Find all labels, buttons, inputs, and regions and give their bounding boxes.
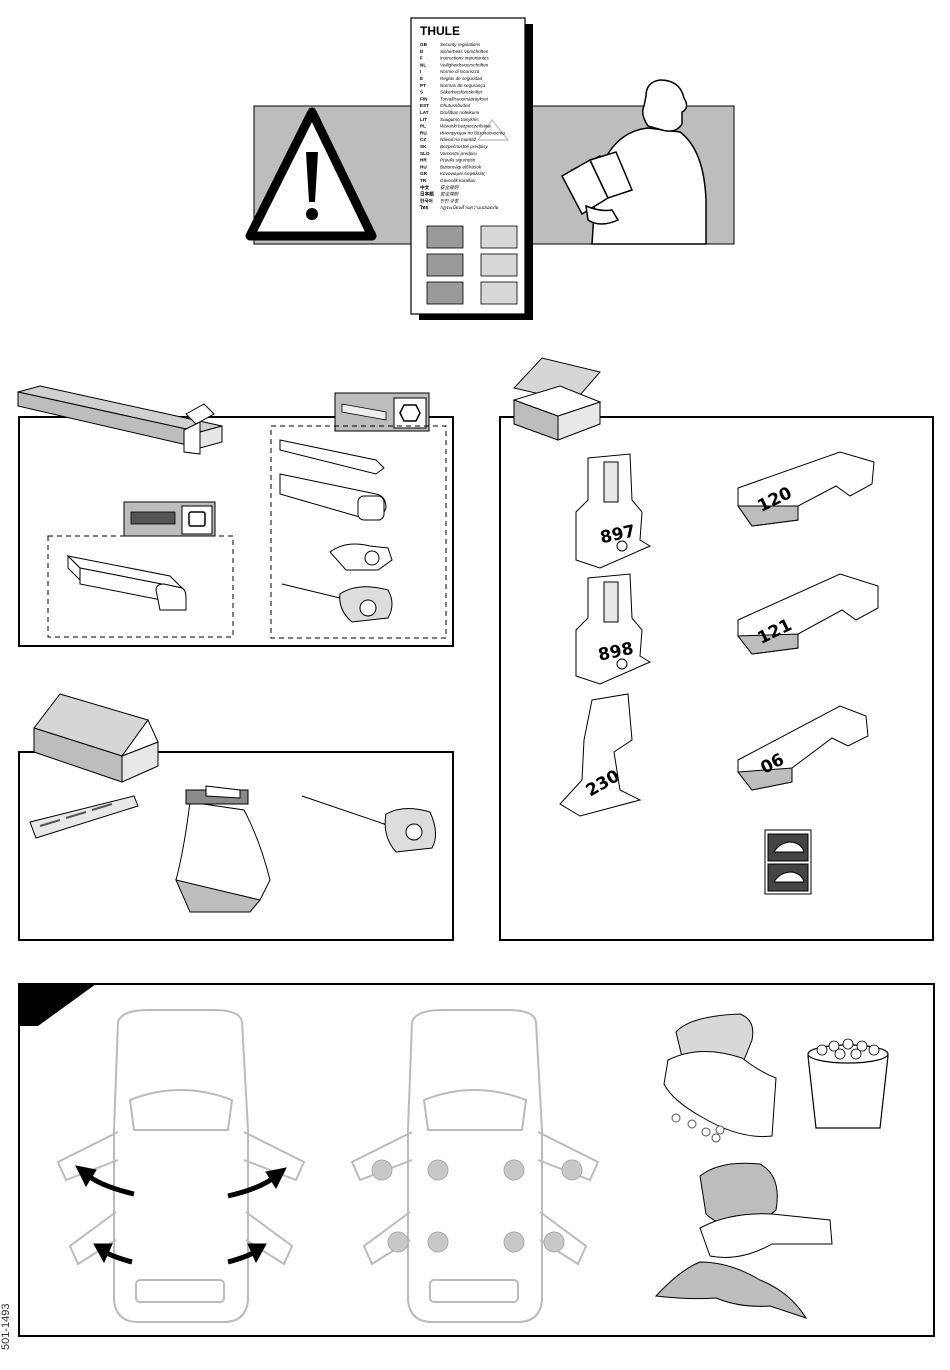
document-number: 501-1493 bbox=[0, 1303, 12, 1351]
leaflet-language-text: กฎระเบียบด้านความปลอดภัย bbox=[440, 205, 498, 210]
leaflet-warning-icon bbox=[476, 118, 510, 141]
rubber-pad-120 bbox=[737, 451, 875, 527]
leaflet-language-code: SK bbox=[420, 144, 427, 149]
leaflet-language-code: ไทย bbox=[419, 204, 428, 210]
leaflet-language-code: D bbox=[420, 49, 424, 54]
rubber-pad-121 bbox=[737, 573, 879, 655]
leaflet-brand: THULE bbox=[420, 24, 460, 38]
leaflet-language-text: 安全規則 bbox=[440, 192, 460, 197]
leaflet-language-code: CZ bbox=[420, 137, 426, 142]
leaflet-language-text: Pravila sigurnosti bbox=[440, 158, 476, 163]
leaflet-language-text: Návod na montáž bbox=[440, 137, 477, 142]
leaflet-language-code: HU bbox=[420, 164, 427, 169]
leaflet-language-text: Κανονισμοί Ασφαλείας bbox=[440, 171, 486, 176]
leaflet-language-text: Säkerhetsföreskrifter bbox=[440, 90, 483, 95]
rubber-pad-90 bbox=[737, 705, 869, 791]
leaflet-language-code: FIN bbox=[420, 96, 428, 101]
leaflet-language-text: 安全规则 bbox=[440, 185, 460, 190]
leaflet-language-code: GB bbox=[420, 42, 428, 47]
leaflet-language-text: Ohutusnõuded bbox=[440, 103, 471, 108]
cloth-wiping-icon bbox=[654, 1162, 833, 1319]
square-bar-icon bbox=[66, 554, 187, 611]
bar-package-icon bbox=[17, 385, 223, 455]
pad-cleaning-icon bbox=[663, 1013, 777, 1143]
leaflet-language-code: NL bbox=[420, 62, 426, 67]
leaflet-language-text: Reglas de seguridad bbox=[440, 76, 483, 81]
leaflet-language-code: 中文 bbox=[420, 184, 430, 191]
leaflet-language-text: Sicherheits Vorschriften bbox=[440, 49, 489, 54]
leaflet-language-text: Warunki bezpieczeństwa bbox=[440, 124, 491, 129]
square-bar-option-box bbox=[47, 535, 234, 638]
leaflet-language-text: 안전 규정 bbox=[440, 198, 459, 203]
leaflet-language-code: EST bbox=[420, 103, 429, 108]
leaflet-thumbnails bbox=[426, 225, 518, 305]
leaflet-language-text: Instructions importantes bbox=[440, 56, 489, 61]
leaflet-language-text: Biztonsági előírások bbox=[440, 164, 482, 169]
leaflet-language-text: Güvenlik kuralları bbox=[440, 178, 476, 183]
leaflet-language-text: Veiligheidsvoorschriften bbox=[440, 62, 489, 67]
aero-bar-option-box bbox=[270, 425, 447, 639]
bars-panel bbox=[18, 416, 454, 647]
leaflet-language-code: E bbox=[420, 76, 423, 81]
leaflet-language-code: PL bbox=[420, 124, 426, 129]
leaflet-language-code: 日本語 bbox=[420, 191, 434, 198]
fitting-bracket-898 bbox=[575, 573, 652, 685]
roof-foot-icon bbox=[175, 785, 271, 913]
preparation-panel bbox=[18, 983, 935, 1337]
person-reading-icon bbox=[560, 79, 707, 245]
fitting-bracket-897 bbox=[575, 453, 652, 569]
leaflet-language-code: SLO bbox=[420, 151, 430, 156]
leaflet-language-code: GR bbox=[420, 171, 428, 176]
leaflet-language-code: PT bbox=[420, 83, 426, 88]
leaflet-language-text: Varnostni predpisi bbox=[440, 151, 478, 156]
car-top-view-doors-open bbox=[56, 1009, 306, 1323]
leaflet-language-code: LIT bbox=[420, 117, 427, 122]
square-bar-option-label bbox=[123, 501, 216, 537]
water-bucket-icon bbox=[807, 1038, 889, 1129]
leaflet-language-text: Turvallisuusmääräykset bbox=[440, 96, 489, 101]
leaflet-language-code: F bbox=[420, 56, 423, 61]
leaflet-language-code: LAT bbox=[420, 110, 429, 115]
kit-panel bbox=[499, 416, 934, 941]
leaflet-language-code: 한국어 bbox=[420, 197, 433, 204]
warning-icon bbox=[245, 107, 377, 241]
leaflet-language-code: TR bbox=[420, 178, 427, 183]
leaflet-language-code: HR bbox=[420, 158, 427, 163]
leaflet-language-text: Drošības noteikumi bbox=[440, 110, 480, 115]
door-open-arrows bbox=[75, 1165, 287, 1265]
leaflet-language-text: Security regulations bbox=[440, 42, 481, 47]
corner-marker bbox=[19, 984, 96, 1026]
measuring-tape-icon bbox=[29, 795, 139, 839]
contact-point-markers bbox=[371, 1159, 583, 1253]
aero-bar-parts bbox=[279, 439, 393, 623]
vehicle-sticker-icon bbox=[764, 829, 812, 895]
small-box-icon bbox=[33, 693, 159, 783]
leaflet-language-text: Инструкция по безопасности bbox=[440, 130, 505, 135]
leaflet-language-code: RU bbox=[420, 130, 427, 135]
fitting-bracket-230 bbox=[559, 693, 642, 817]
leaflet-language-text: Normas de segurança bbox=[440, 83, 486, 88]
leaflet-language-text: Saugumo taisyklės bbox=[440, 117, 479, 122]
leaflet-language-text: Bezpečnostné predpisy bbox=[440, 144, 488, 149]
leaflet-language-text: Norme di sicurezza bbox=[440, 69, 480, 74]
locking-bolt-icon bbox=[301, 795, 436, 853]
feet-panel bbox=[18, 751, 454, 941]
kit-box-icon bbox=[512, 357, 602, 441]
leaflet-language-code: I bbox=[420, 69, 421, 74]
leaflet-language-code: S bbox=[420, 90, 423, 95]
aero-bar-option-label bbox=[334, 392, 430, 432]
